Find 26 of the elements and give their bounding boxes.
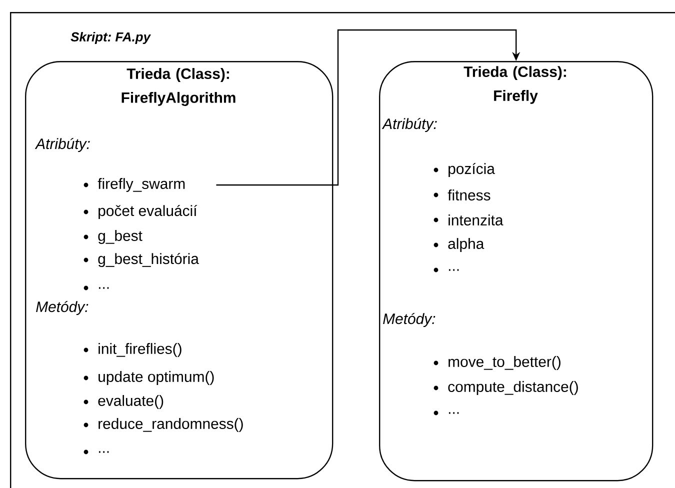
list-item: alpha <box>434 238 484 252</box>
section-label: Metódy: <box>36 300 88 316</box>
list-item: move_to_better() <box>434 356 560 370</box>
list-item: ... <box>84 450 109 454</box>
section-label: Metódy: <box>383 312 436 328</box>
list-item: ... <box>84 286 109 290</box>
list-item: ... <box>434 410 459 416</box>
section-label: Atribúty: <box>34 138 90 152</box>
list-item: ... <box>434 268 459 272</box>
list-item: compute_distance() <box>434 381 578 395</box>
list-item: fitness <box>434 190 490 200</box>
list-item: init_fireflies() <box>84 343 182 357</box>
list-item: intenzita <box>434 214 504 226</box>
list-item: evaluate() <box>84 395 164 409</box>
list-item: update optimum() <box>84 371 214 385</box>
class-title: Trieda (Class): FireflyAlgorithm <box>122 68 236 106</box>
list-item: počet evaluácií <box>84 204 198 220</box>
section-label: Atribúty: <box>382 118 437 132</box>
list-item: pozícia <box>434 162 495 178</box>
list-item: firefly_swarm <box>84 178 185 192</box>
list-item: g_best <box>84 230 142 244</box>
script-title: Skript: FA.py <box>70 32 152 44</box>
list-item: reduce_randomness() <box>84 418 243 432</box>
arrow <box>216 29 520 186</box>
list-item: g_best_história <box>84 252 199 268</box>
class-title: Trieda (Class): Firefly <box>464 66 566 104</box>
